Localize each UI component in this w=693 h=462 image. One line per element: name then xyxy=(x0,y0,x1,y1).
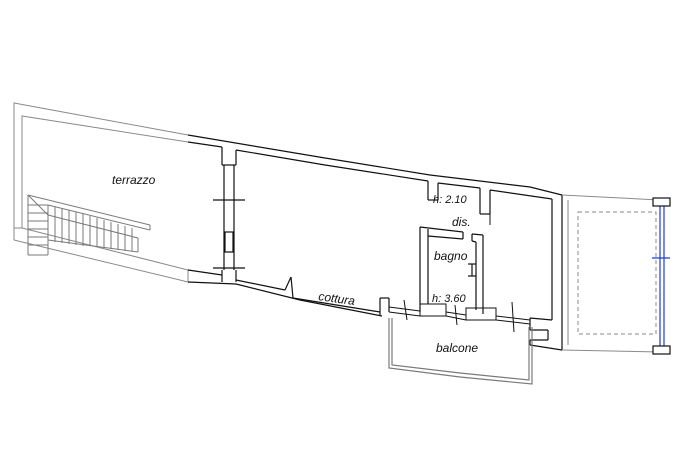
label-balcone: balcone xyxy=(436,341,478,355)
right-posts xyxy=(652,197,671,355)
apartment-walls xyxy=(187,134,563,351)
terrace-outline xyxy=(13,102,189,283)
bottom-openings xyxy=(388,214,531,333)
label-height-upper: h: 2.10 xyxy=(433,194,468,206)
balcony-outline xyxy=(388,318,533,385)
label-height-lower: h: 3.60 xyxy=(432,293,467,305)
label-terrazzo: terrazzo xyxy=(112,173,156,187)
label-cottura: cottura xyxy=(318,289,357,308)
staircase xyxy=(27,194,151,256)
bathroom-walls xyxy=(419,226,484,314)
right-railing xyxy=(652,204,670,346)
label-disimpegno: dis. xyxy=(452,215,471,229)
label-bagno: bagno xyxy=(434,249,468,263)
right-terrace xyxy=(561,194,661,353)
